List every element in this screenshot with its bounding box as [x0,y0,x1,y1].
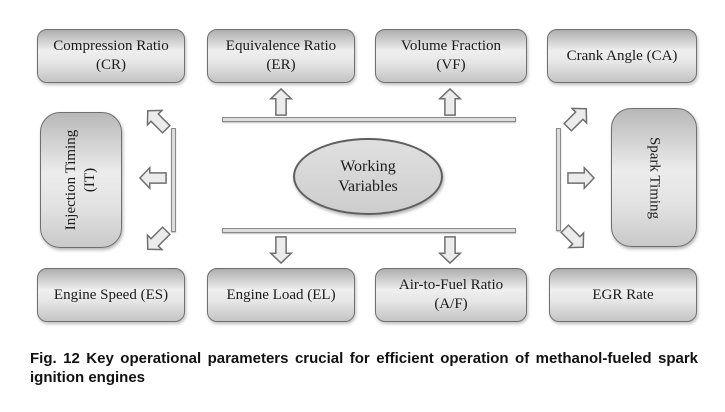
node-sublabel: (CR) [96,57,126,73]
connector-bar-right [556,128,561,231]
node-label: Engine Speed (ES) [53,286,169,303]
node-engine-speed: Engine Speed (ES) [37,268,185,322]
node-crank-angle: Crank Angle (CA) [547,29,697,83]
node-label: Injection Timing [63,129,79,231]
node-label: Spark Timing [646,136,663,219]
node-spark-timing: Spark Timing [611,108,697,247]
node-sublabel: (ER) [266,57,296,73]
arrow-down-left-icon [139,222,176,259]
node-equivalence-ratio: Equivalence Ratio (ER) [207,29,355,83]
node-label: Compression Ratio [53,38,169,54]
node-label: Engine Load (EL) [226,286,336,303]
node-sublabel: (VF) [436,57,466,73]
connector-bar-top [222,117,516,122]
caption-line-2: ignition engines [30,369,145,386]
node-label: EGR Rate [592,286,654,303]
node-label: Crank Angle (CA) [566,47,678,64]
node-sublabel: (IT) [82,167,98,193]
caption-line-1: Fig. 12 Key operational parameters cruci… [30,350,698,367]
node-label: Volume Fraction [400,38,502,54]
vertical-label: Spark Timing [645,136,664,218]
node-engine-load: Engine Load (EL) [207,268,355,322]
node-injection-timing: Injection Timing (IT) [40,112,122,248]
arrow-down-icon [269,236,293,264]
arrow-up-left-icon [139,102,176,139]
node-label: Air-to-Fuel Ratio [398,277,504,293]
arrow-up-icon [269,88,293,116]
ellipse-label: Working [340,157,396,175]
node-compression-ratio: Compression Ratio (CR) [37,29,185,83]
connector-bar-left [171,128,176,232]
arrow-down-icon [438,236,462,264]
node-label: Equivalence Ratio [225,38,337,54]
arrow-left-icon [139,166,167,190]
arrow-up-icon [438,88,462,116]
figure-caption: Fig. 12 Key operational parameters cruci… [30,349,698,387]
vertical-label: Injection Timing (IT) [62,130,100,230]
node-air-to-fuel-ratio: Air-to-Fuel Ratio (A/F) [375,268,527,322]
ellipse-label: Variables [338,177,398,195]
node-volume-fraction: Volume Fraction (VF) [375,29,527,83]
node-egr-rate: EGR Rate [549,268,697,322]
working-variables-ellipse: Working Variables [293,138,443,215]
arrow-down-right-icon [556,220,593,257]
arrow-up-right-icon [559,100,596,137]
arrow-right-icon [567,166,595,190]
connector-bar-bottom [222,228,516,233]
node-sublabel: (A/F) [434,296,468,312]
